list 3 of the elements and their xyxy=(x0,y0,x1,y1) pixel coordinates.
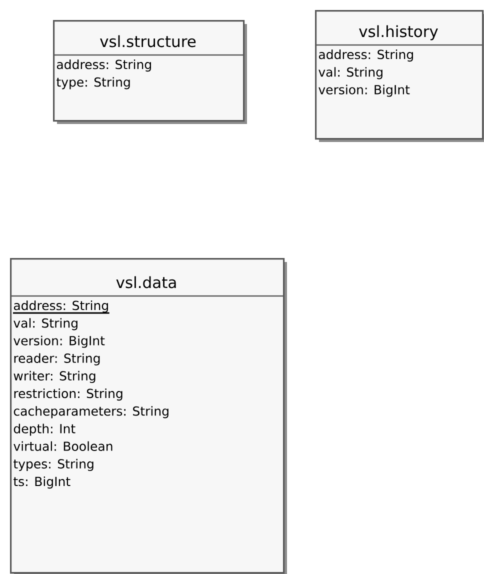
class-box: vsl.structure address: String type: String xyxy=(53,20,247,124)
class-box: vsl.data address: String val: String version: BigInt reader: String writer: String restriction: String cacheparameters: String depth: Int virtual: Boolean types: String ts: BigInt xyxy=(10,258,287,574)
class-box: vsl.history address: String val: String version: BigInt xyxy=(315,10,484,142)
